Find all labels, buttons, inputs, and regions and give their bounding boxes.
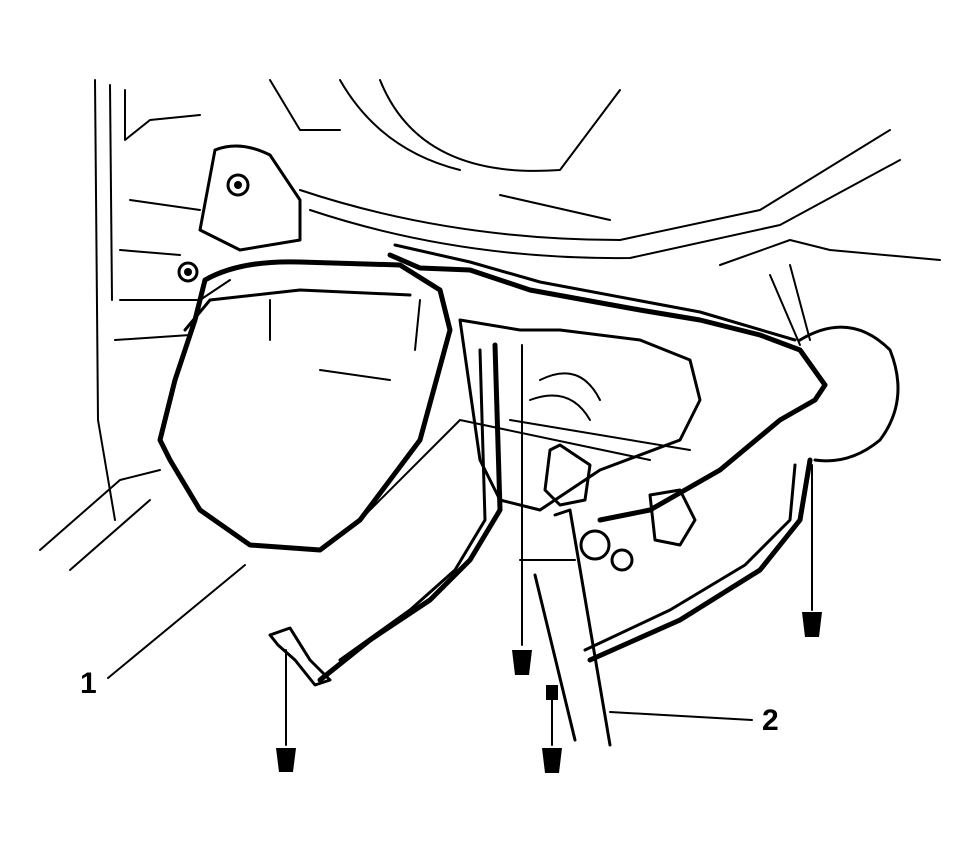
fluid-reservoir bbox=[157, 259, 453, 553]
callout-1-label: 1 bbox=[80, 667, 97, 700]
hose-connectors bbox=[543, 443, 697, 572]
center-module bbox=[359, 318, 702, 521]
extension-bar bbox=[519, 508, 612, 747]
callout-2-leader bbox=[609, 711, 753, 721]
callout-1-leader bbox=[107, 564, 246, 679]
pump-motor bbox=[769, 264, 900, 463]
mounting-bracket-rails bbox=[317, 243, 828, 683]
bolt-center-left bbox=[512, 344, 532, 675]
bolt-center-right bbox=[542, 685, 562, 773]
lower-left-bracket-foot bbox=[268, 626, 332, 687]
bolt-right bbox=[802, 464, 822, 637]
vehicle-body-upper bbox=[269, 79, 941, 266]
callout-2-label: 2 bbox=[762, 704, 779, 737]
bolt-left bbox=[276, 649, 296, 772]
vehicle-frame-left bbox=[39, 79, 231, 571]
upper-mount-bracket bbox=[177, 144, 302, 283]
